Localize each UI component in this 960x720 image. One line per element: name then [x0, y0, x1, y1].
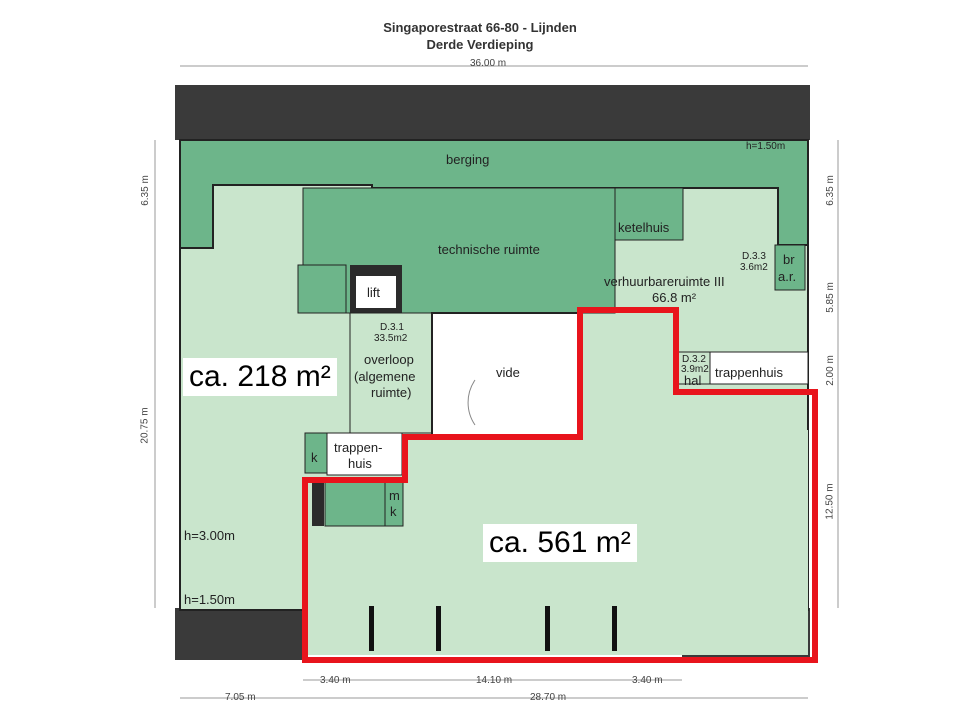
label-vide: vide [496, 365, 520, 380]
dim-bottom-d: 7.05 m [225, 692, 256, 703]
label-k-left: k [311, 450, 318, 465]
label-overloop-3: ruimte) [371, 385, 412, 400]
trappenhuis-left-room [326, 432, 403, 476]
label-d31-code: D.3.1 [380, 322, 404, 333]
label-ketelhuis: ketelhuis [618, 220, 670, 235]
dim-right-top: 6.35 m [824, 175, 836, 206]
label-d32-code: D.3.2 [682, 354, 706, 365]
label-berging: berging [446, 152, 490, 167]
dim-left-main: 20.75 m [139, 407, 151, 444]
dim-bottom-b: 14.10 m [476, 675, 513, 686]
label-br: br [783, 252, 795, 267]
dim-bottom-a: 3.40 m [320, 675, 351, 686]
label-berging-height: h=1.50m [746, 141, 786, 152]
column-1 [369, 606, 374, 651]
toilet-block-bottom [324, 477, 386, 527]
label-overloop-2: (algemene [354, 369, 416, 384]
dim-top: 36.00 m [470, 58, 507, 69]
dim-right-mid2: 2.00 m [824, 355, 836, 386]
label-d33-code: D.3.3 [742, 251, 766, 262]
callout-left-area: ca. 218 m² [183, 358, 337, 396]
dim-bottom-c: 3.40 m [632, 675, 663, 686]
label-hal: hal [684, 373, 702, 388]
dim-right-mid: 5.85 m [824, 282, 836, 313]
roof-top [175, 85, 810, 140]
page-subtitle: Derde Verdieping [426, 37, 534, 52]
hal-room [677, 351, 711, 385]
label-verhuur-area: 66.8 m² [652, 290, 697, 305]
label-h300: h=3.00m [184, 528, 235, 543]
page-title: Singaporestraat 66-80 - Lijnden [383, 20, 577, 35]
roof-bottom-left [175, 608, 303, 660]
highlight-outline [302, 307, 818, 663]
dim-right-bottom: 12.50 m [824, 483, 836, 520]
label-trappen-2: huis [348, 456, 372, 471]
label-trappenhuis-right: trappenhuis [715, 365, 783, 380]
column-3 [545, 606, 550, 651]
label-d32-area: 3.9m2 [681, 364, 709, 375]
label-d31-area: 33.5m2 [374, 333, 408, 344]
dim-left-top: 6.35 m [139, 175, 151, 206]
column-2 [436, 606, 441, 651]
shaft-dark [312, 478, 324, 526]
label-h150: h=1.50m [184, 592, 235, 607]
label-verhuur: verhuurbareruimte III [604, 274, 725, 289]
label-technische-ruimte: technische ruimte [438, 242, 540, 257]
br-room [774, 244, 806, 291]
ketelhuis-room [614, 187, 684, 241]
dim-bottom-e: 28.70 m [530, 692, 567, 703]
overloop-room [349, 312, 433, 434]
label-d33-area: 3.6m2 [740, 262, 768, 273]
label-overloop-1: overloop [364, 352, 414, 367]
toilet-block-top [297, 264, 347, 314]
label-k-right: k [390, 504, 397, 519]
label-trappen-1: trappen- [334, 440, 383, 455]
stair-arc [467, 379, 476, 426]
label-lift: lift [367, 285, 380, 300]
label-ar: a.r. [778, 269, 797, 284]
callout-right-area: ca. 561 m² [483, 524, 637, 562]
column-4 [612, 606, 617, 651]
trappenhuis-right-room [709, 351, 809, 385]
label-m: m [389, 488, 400, 503]
lift-box [356, 276, 396, 308]
